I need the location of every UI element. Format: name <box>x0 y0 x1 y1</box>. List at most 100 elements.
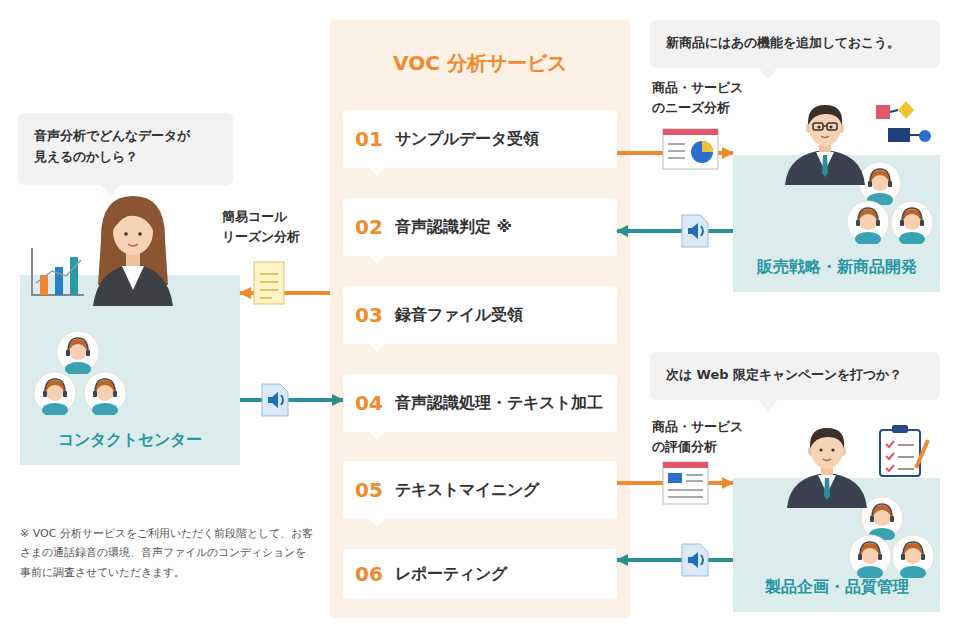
flow-icon <box>890 110 898 112</box>
operator-avatar <box>892 535 934 580</box>
operator-woman <box>122 266 144 290</box>
speech-tail <box>100 184 120 197</box>
process-step: 05テキストマイニング <box>343 461 617 519</box>
evaluation-report-icon <box>663 462 708 504</box>
node-text: 録音ファイル受領 <box>395 305 523 326</box>
node-text: 音声認識処理・テキスト加工 <box>395 393 603 414</box>
node-text: テキストマイニング <box>395 480 539 501</box>
bar-chart-icon <box>32 248 84 295</box>
speech-tail <box>100 67 778 412</box>
evaluation-report-icon <box>663 462 708 504</box>
flow-icon <box>898 101 914 119</box>
operator-avatar <box>847 201 889 246</box>
manager-man <box>785 105 867 508</box>
node-text: 製品企画・品質管理 <box>765 577 909 598</box>
flow-icon <box>876 105 890 119</box>
report-icon <box>254 262 284 304</box>
operator-woman <box>138 232 142 236</box>
speech-bubble: 新商品にはあの機能を追加しておこう。 <box>650 20 940 68</box>
operator-avatar <box>57 331 99 376</box>
process-step: 03録音ファイル受領 <box>343 286 617 344</box>
step-number: 05 <box>355 478 395 502</box>
edge-label: 簡易コール リーズン分析 <box>222 207 314 246</box>
operator-avatar <box>34 372 76 417</box>
node-text: レポーティング <box>395 564 507 585</box>
node-text: 販売戦略・新商品開発 <box>757 257 917 278</box>
report-icon <box>260 274 278 298</box>
step-pointer <box>369 344 385 352</box>
audio-file-icon <box>262 384 288 416</box>
process-step: 02音声認識判定 ※ <box>343 198 617 256</box>
evaluation-report-icon <box>668 473 682 483</box>
node-text: 音声分析でどんなデータが 見えるのかしら？ <box>34 126 217 168</box>
audio-file-icon <box>682 215 708 247</box>
chart-report-icon <box>663 129 718 169</box>
operator-avatar <box>34 162 934 580</box>
step-pointer <box>369 256 385 264</box>
node-text: 次は Web 限定キャンペーンを打つか？ <box>666 365 924 386</box>
node-text: VOC 分析サービス <box>330 50 630 77</box>
bar-chart-icon <box>70 257 78 295</box>
clipboard-icon <box>880 430 920 476</box>
bar-chart-icon <box>32 248 84 295</box>
operator-woman <box>93 196 173 306</box>
evaluation-report-icon <box>668 475 703 497</box>
node-text: 音声認識判定 ※ <box>395 217 512 238</box>
audio-file-icon <box>262 215 708 576</box>
clipboard-icon <box>916 440 928 468</box>
clipboard-icon <box>898 445 914 469</box>
step-pointer <box>369 519 385 527</box>
edge-label: 商品・サービス のニーズ分析 <box>652 78 757 117</box>
process-step: 01サンプルデータ受領 <box>343 110 617 168</box>
node-text: 新商品にはあの機能を追加しておこう。 <box>666 33 924 54</box>
process-step: 06レポーティング <box>343 549 617 599</box>
operator-woman <box>112 204 154 232</box>
bar-chart-icon <box>55 267 63 295</box>
bar-chart-icon <box>36 260 81 283</box>
node-text: サンプルデータ受領 <box>395 129 539 150</box>
operator-avatar <box>849 535 891 580</box>
operator-woman <box>128 244 138 246</box>
speech-bubble: 音声分析でどんなデータが 見えるのかしら？ <box>18 113 233 185</box>
step-number: 03 <box>355 303 395 327</box>
flow-icon <box>876 101 931 142</box>
flow-icon <box>910 134 920 136</box>
process-step: 04音声認識処理・テキスト加工 <box>343 374 617 432</box>
chart-report-icon <box>663 129 718 135</box>
manager-man <box>827 123 837 130</box>
step-pointer <box>369 168 385 176</box>
evaluation-report-icon <box>663 462 708 468</box>
clipboard-icon <box>892 425 908 433</box>
operator-avatar <box>84 372 126 417</box>
chart-report-icon <box>663 129 718 169</box>
speech-tail <box>758 67 778 80</box>
report-icon <box>254 262 284 304</box>
operator-avatar <box>891 201 933 246</box>
service-panel: VOC 分析サービス 01サンプルデータ受領 02音声認識判定 ※ 03録音ファイル受… <box>330 20 630 618</box>
chart-report-icon <box>702 141 713 152</box>
footnote: ※ VOC 分析サービスをご利用いただく前段階として、お客 さまの通話録音の環境… <box>20 524 320 582</box>
clipboard-icon <box>880 425 928 476</box>
operator-woman <box>93 264 173 306</box>
flow-arrow <box>617 558 733 562</box>
step-number: 02 <box>355 215 395 239</box>
node-text: コンタクトセンター <box>58 430 202 451</box>
manager-man <box>787 428 867 508</box>
speech-bubble: 次は Web 限定キャンペーンを打つか？ <box>650 352 940 400</box>
manager-man <box>823 125 827 127</box>
flow-icon <box>888 128 910 142</box>
chart-report-icon <box>668 144 685 158</box>
step-number: 06 <box>355 562 395 586</box>
chart-report-icon <box>691 141 713 163</box>
speech-tail <box>758 399 778 412</box>
step-pointer <box>369 432 385 440</box>
operator-woman <box>124 232 128 236</box>
step-number: 01 <box>355 127 395 151</box>
clipboard-icon <box>886 441 894 471</box>
flow-arrow <box>617 229 733 233</box>
flow-icon <box>919 130 931 142</box>
flow-arrow <box>240 398 343 402</box>
step-number: 04 <box>355 391 395 415</box>
bar-chart-icon <box>40 275 48 295</box>
